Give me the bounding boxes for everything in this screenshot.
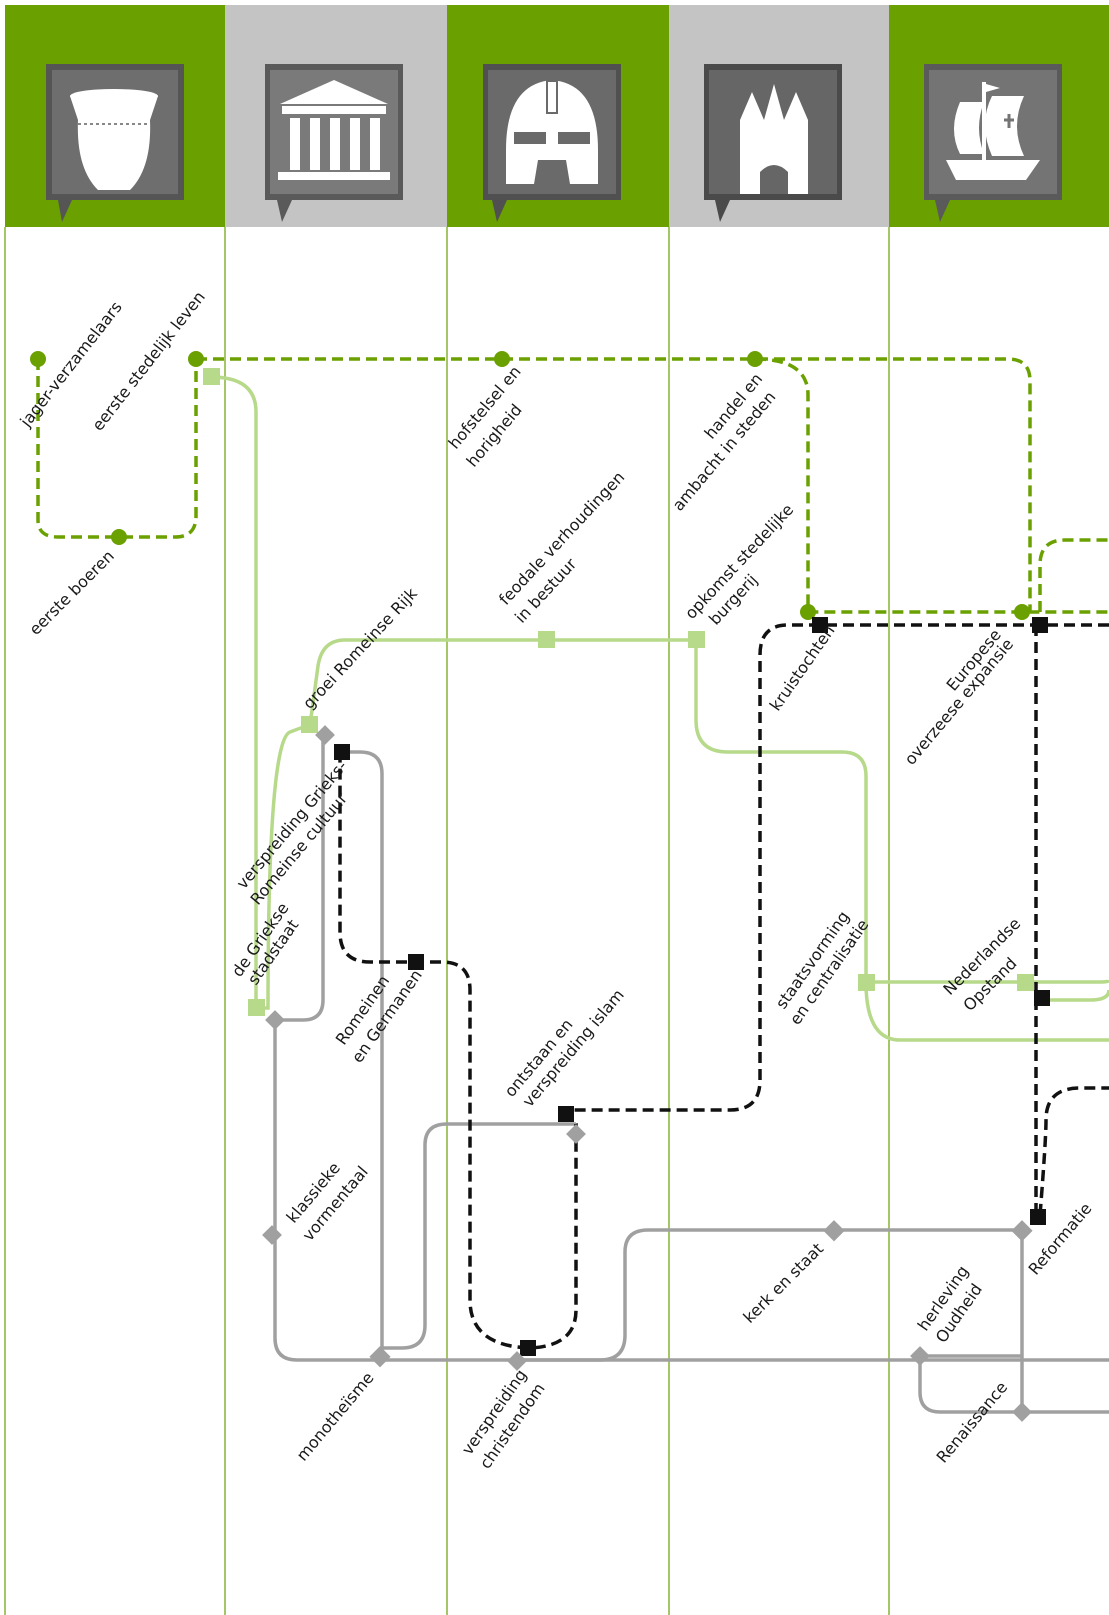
- marker-renaissance: [1012, 1402, 1032, 1422]
- marker-staatsvorming: [858, 974, 875, 991]
- marker-eerste-boeren: [111, 529, 127, 545]
- label-eerste-boeren: eerste boeren: [25, 546, 117, 638]
- marker-islam-grey: [566, 1124, 586, 1144]
- marker-reformatie: [1011, 1220, 1033, 1242]
- black-route: [338, 623, 1109, 1350]
- marker-opkomst-burgerij: [800, 604, 816, 620]
- cathedral-icon: [704, 64, 842, 222]
- marker-kerk-en-staat: [823, 1220, 845, 1242]
- marker-eerste-stedelijk-leven: [188, 351, 204, 367]
- label-kerk-en-staat: kerk en staat: [739, 1239, 827, 1327]
- column-dividers: [4, 227, 890, 1615]
- greek-temple-icon: [265, 64, 403, 222]
- station-markers: [30, 351, 1050, 1422]
- marker-hofstelsel: [494, 351, 510, 367]
- light-green-route: [210, 375, 1109, 1042]
- label-kruistochten: kruistochten: [766, 621, 839, 714]
- marker-stedelijk-light: [203, 368, 220, 385]
- label-verspreiding-gr-1: verspreiding Grieks-: [233, 757, 351, 893]
- marker-herleving-oudheid: [910, 1346, 930, 1366]
- marker-reformatie-black: [1030, 1209, 1046, 1225]
- marker-griekse-grey: [265, 1010, 285, 1030]
- marker-griekse-stadstaat: [248, 999, 265, 1016]
- grey-route: [273, 731, 1109, 1414]
- marker-monotheisme: [369, 1346, 391, 1368]
- labels: jager-verzamelaars eerste stedelijk leve…: [16, 287, 1096, 1472]
- marker-opstand-black: [1034, 990, 1050, 1006]
- dark-green-route: [36, 357, 1109, 614]
- marker-islam: [558, 1106, 574, 1122]
- marker-handel: [747, 351, 763, 367]
- marker-christendom-black: [520, 1340, 536, 1356]
- marker-feodale: [538, 631, 555, 648]
- marker-verspreiding-gr-black: [334, 744, 350, 760]
- pot-icon: [46, 64, 184, 222]
- label-renaissance: Renaissance: [933, 1378, 1012, 1467]
- marker-verspreiding-gr-grey: [315, 725, 335, 745]
- knight-helmet-icon: [483, 64, 621, 222]
- marker-jager-verzamelaars: [30, 351, 46, 367]
- marker-groei-rijk: [301, 716, 318, 733]
- marker-opkomst-light: [688, 631, 705, 648]
- marker-kruistochten: [812, 617, 828, 633]
- sailing-ship-icon: [924, 64, 1062, 222]
- marker-klassieke-vormentaal: [262, 1225, 282, 1245]
- marker-nederlandse-opstand: [1017, 974, 1034, 991]
- marker-christendom: [507, 1351, 527, 1371]
- marker-romeinen-germanen: [408, 954, 424, 970]
- label-groei-romeinse-rijk: groei Romeinse Rijk: [299, 583, 421, 712]
- marker-expansie-black: [1032, 617, 1048, 633]
- label-monotheisme: monotheïsme: [293, 1368, 378, 1464]
- label-feodale-1: feodale verhoudingen: [495, 468, 628, 609]
- label-europese-2: overzeese expansie: [901, 635, 1018, 769]
- marker-expansie-green: [1014, 604, 1030, 620]
